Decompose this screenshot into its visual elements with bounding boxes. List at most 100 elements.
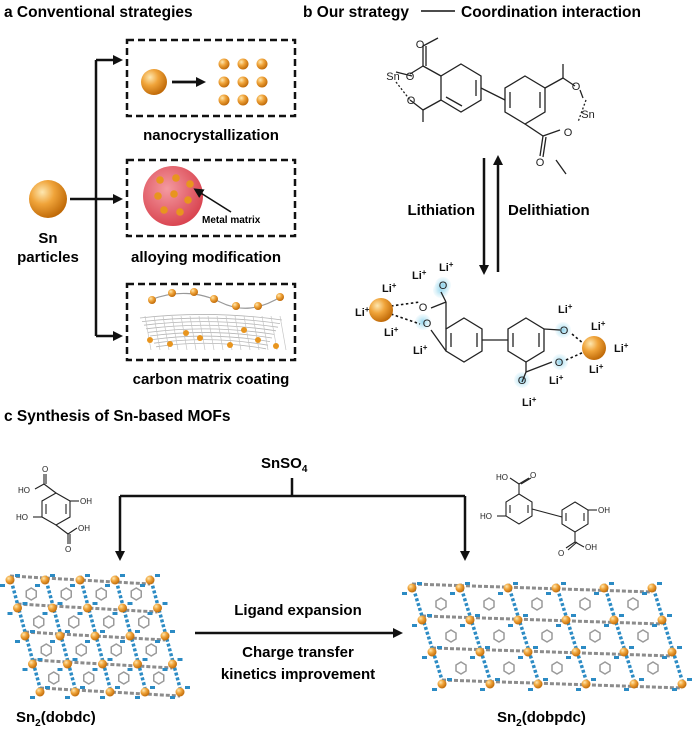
nanocrystal-dots <box>218 58 268 106</box>
atom-sn: Sn <box>581 109 594 121</box>
alloy-dot <box>160 206 168 214</box>
lithiated-atoms: O O O O O O <box>419 280 569 387</box>
sn2-dobdc-framework-icon <box>0 574 190 699</box>
atom-o: O <box>42 465 48 474</box>
kinetics-label: kinetics improvement <box>221 666 375 683</box>
alloy-dot <box>172 174 180 182</box>
delithiation-label: Delithiation <box>508 202 590 219</box>
sn-particle-icon <box>29 180 67 218</box>
metal-matrix-pointer <box>193 188 232 213</box>
sn-particle-small-icon <box>141 69 167 95</box>
atom-ho: HO <box>480 512 492 521</box>
nano-dot <box>256 76 268 88</box>
alloy-dot <box>156 176 164 184</box>
sn-atom-right-icon <box>582 336 606 360</box>
metal-matrix-label: Metal matrix <box>202 215 261 226</box>
li-ion-label: Li+ <box>413 343 428 357</box>
graphene-sheet-icon <box>139 314 287 351</box>
alloy-dot <box>184 196 192 204</box>
dobpdc-atoms: O HO HO OH OH O <box>480 471 610 558</box>
sn-atom-left-icon <box>369 298 393 322</box>
coating-dot <box>197 335 203 341</box>
atom-o: O <box>407 95 416 107</box>
branch-arrows <box>70 55 123 341</box>
atom-o: O <box>423 318 432 330</box>
panel-b-subtitle: Coordination interaction <box>461 4 641 21</box>
coating-dot <box>273 343 279 349</box>
top-molecule-atoms: O O O Sn O Sn O O <box>386 39 594 169</box>
alloying-box <box>125 158 297 238</box>
li-ion-label: Li+ <box>522 395 537 409</box>
particles-label: particles <box>17 249 79 266</box>
li-ion-label: Li+ <box>558 302 573 316</box>
sn-ligand-molecule <box>395 37 587 175</box>
alloy-dot <box>170 190 178 198</box>
ligand-expansion-label: Ligand expansion <box>234 602 362 619</box>
atom-o: O <box>530 471 536 480</box>
chain-dot <box>210 295 218 303</box>
atom-o: O <box>555 357 564 369</box>
atom-o: O <box>518 375 527 387</box>
chain-dot <box>276 293 284 301</box>
coating-dot <box>255 337 261 343</box>
nano-dot <box>237 58 249 70</box>
li-ion-label: Li+ <box>589 362 604 376</box>
atom-oh: OH <box>585 543 597 552</box>
nano-dot <box>218 76 230 88</box>
alloy-dots <box>154 174 194 216</box>
nano-dot <box>237 94 249 106</box>
atom-o: O <box>406 71 415 83</box>
nano-dot <box>218 94 230 106</box>
nanocrystallization-label: nanocrystallization <box>143 127 279 144</box>
sn2-dobdc-label: Sn2(dobdc) <box>16 709 96 729</box>
li-ion-label: Li+ <box>549 373 564 387</box>
chain-dot <box>148 296 156 304</box>
chain-dot <box>232 302 240 310</box>
atom-o: O <box>439 280 448 292</box>
lithiated-molecule <box>390 277 585 388</box>
sn2-dobpdc-framework-icon <box>402 582 692 691</box>
sn-label: Sn <box>38 230 57 247</box>
panel-a-title: a Conventional strategies <box>4 4 193 21</box>
lithiation-label: Lithiation <box>408 202 476 219</box>
atom-o: O <box>572 81 581 93</box>
synthesis-arrows <box>115 478 470 638</box>
charge-transfer-label: Charge transfer <box>242 644 354 661</box>
coating-dot <box>167 341 173 347</box>
atom-oh: OH <box>80 497 92 506</box>
coating-dot <box>227 342 233 348</box>
nano-dot <box>218 58 230 70</box>
coating-dot <box>147 337 153 343</box>
li-ions: Li+Li+Li+Li+Li+Li+Li+Li+Li+Li+Li+Li+ <box>355 260 629 409</box>
nanocrystallization-box <box>125 38 297 118</box>
atom-oh: OH <box>78 524 90 533</box>
atom-o: O <box>416 39 425 51</box>
coating-dot <box>183 330 189 336</box>
dobdc-atoms: O HO HO OH OH O <box>16 465 92 554</box>
panel-b-title: b Our strategy <box>303 4 409 21</box>
carbon-coating-label: carbon matrix coating <box>133 371 290 388</box>
alloying-label: alloying modification <box>131 249 281 266</box>
atom-ho: HO <box>16 513 28 522</box>
li-ion-label: Li+ <box>439 260 454 274</box>
atom-sn: Sn <box>386 71 399 83</box>
atom-o: O <box>560 325 569 337</box>
chain-dot <box>190 288 198 296</box>
atom-o: O <box>419 302 428 314</box>
dobpdc-ligand <box>497 477 597 551</box>
chain-dot <box>168 289 176 297</box>
reagent-label: SnSO4 <box>261 455 308 475</box>
coating-dot <box>241 327 247 333</box>
dobdc-ligand <box>33 474 79 544</box>
atom-ho: HO <box>496 473 508 482</box>
alloy-dot <box>154 192 162 200</box>
nano-dot <box>256 58 268 70</box>
nano-dot <box>256 94 268 106</box>
chain-dot <box>254 302 262 310</box>
li-ion-label: Li+ <box>384 325 399 339</box>
panel-c-title: c Synthesis of Sn-based MOFs <box>4 408 231 425</box>
li-ion-label: Li+ <box>614 341 629 355</box>
alloy-dot <box>186 180 194 188</box>
atom-o: O <box>65 545 71 554</box>
nano-dot <box>237 76 249 88</box>
